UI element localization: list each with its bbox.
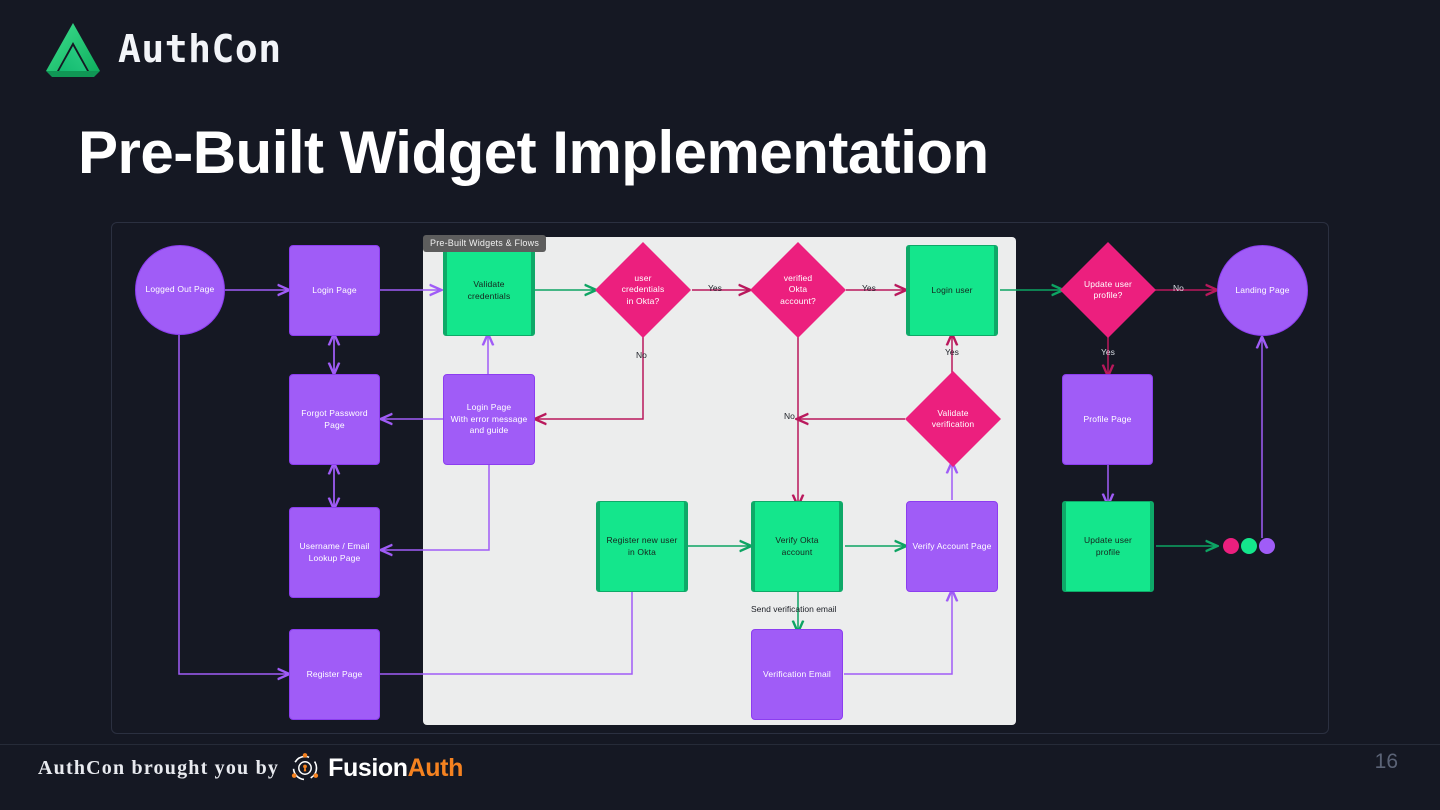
fusionauth-lock-icon [292,753,319,781]
fusionauth-logo: FusionAuth [289,752,463,784]
diamond-shape [750,242,846,338]
diamond-shape [1060,242,1156,338]
edge-layer [178,223,1329,734]
edge-label-yes-4: Yes [1101,347,1115,357]
edge-label-no-3: No [1173,283,1184,293]
edge-label-no-2: No [784,411,795,421]
node-forgot-password-page[interactable]: Forgot Password Page [289,374,380,465]
brand-name: AuthCon [118,27,282,71]
node-logged-out-page[interactable]: Logged Out Page [135,245,225,335]
page-number: 16 [1374,750,1398,773]
page-title: Pre-Built Widget Implementation [78,119,989,186]
node-verify-account-page[interactable]: Verify Account Page [906,501,998,592]
fusionauth-word-fusion: Fusion [328,753,408,782]
node-verified-okta-account-decision[interactable]: verified Okta account? [750,242,846,338]
node-landing-page[interactable]: Landing Page [1217,245,1308,336]
node-login-page-with-error[interactable]: Login Page With error message and guide [443,374,535,465]
edge-label-send-verification-email: Send verification email [751,604,837,614]
fusionauth-word-auth: Auth [407,753,464,782]
node-update-user-profile[interactable]: Update user profile [1062,501,1154,592]
authcon-triangle-icon [46,23,100,77]
diamond-shape [905,371,1001,467]
node-user-credentials-in-okta-decision[interactable]: user credentials in Okta? [595,242,691,338]
edge-label-yes-1: Yes [708,283,722,293]
footer-bar [0,744,1440,810]
diagram-canvas: Pre-Built Widgets & Flows [111,222,1329,734]
node-username-lookup-page[interactable]: Username / Email Lookup Page [289,507,380,598]
node-register-new-user-in-okta[interactable]: Register new user in Okta [596,501,688,592]
footer-credit-text: AuthCon brought you by [38,756,280,779]
node-validate-credentials[interactable]: Validate credentials [443,245,535,336]
brand-logo: AuthCon [42,20,282,78]
diamond-shape [595,242,691,338]
fusionauth-wordmark: FusionAuth [328,754,463,783]
edge-label-yes-3: Yes [945,347,959,357]
node-verification-email[interactable]: Verification Email [751,629,843,720]
node-update-user-profile-decision[interactable]: Update user profile? [1060,242,1156,338]
end-dot-purple [1259,538,1275,554]
footer-credit: AuthCon brought you by FusionAuth [38,752,463,784]
end-dot-green [1241,538,1257,554]
edge-label-yes-2: Yes [862,283,876,293]
node-verify-okta-account[interactable]: Verify Okta account [751,501,843,592]
node-login-page[interactable]: Login Page [289,245,380,336]
edge-label-no-1: No [636,350,647,360]
node-login-user[interactable]: Login user [906,245,998,336]
node-profile-page[interactable]: Profile Page [1062,374,1153,465]
node-validate-verification-decision[interactable]: Validate verification [905,371,1001,467]
end-dot-pink [1223,538,1239,554]
subgraph-label: Pre-Built Widgets & Flows [423,235,547,252]
node-register-page[interactable]: Register Page [289,629,380,720]
